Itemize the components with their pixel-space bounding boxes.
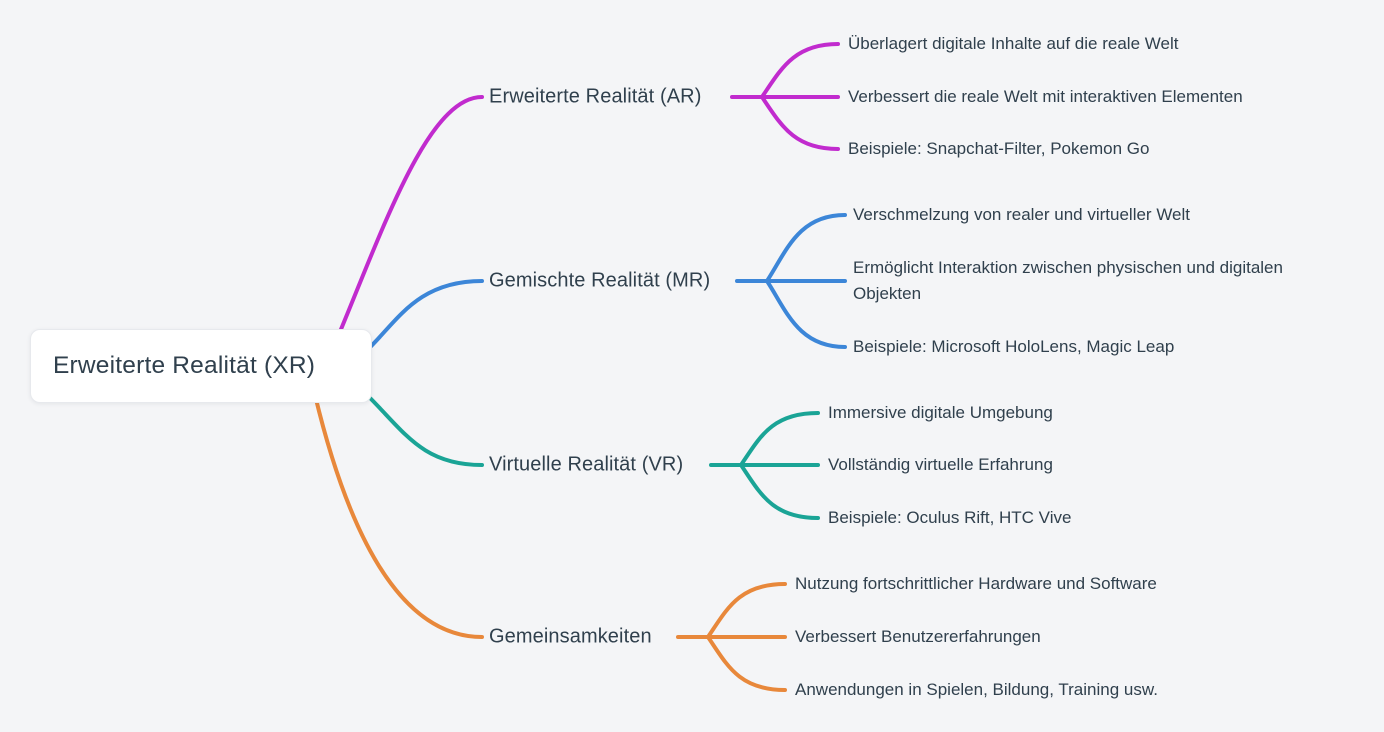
root-node[interactable]: Erweiterte Realität (XR) (30, 329, 372, 403)
connector-mr-leaf-top (765, 213, 847, 283)
leaf-node[interactable]: Verbessert Benutzererfahrungen (795, 627, 1041, 646)
connector-vr-leaf-top (739, 411, 820, 467)
leaf-node[interactable]: Beispiele: Oculus Rift, HTC Vive (828, 508, 1072, 527)
leaf-node[interactable]: Beispiele: Snapchat-Filter, Pokemon Go (848, 139, 1150, 158)
branch-node-gem[interactable]: Gemeinsamkeiten (489, 625, 652, 648)
branch-node-vr[interactable]: Virtuelle Realität (VR) (489, 453, 684, 476)
leaf-node[interactable]: Verschmelzung von realer und virtueller … (853, 205, 1191, 224)
connector-root-to-gem (313, 393, 484, 639)
leaf-node[interactable]: Beispiele: Microsoft HoloLens, Magic Lea… (853, 337, 1175, 356)
leaf-node[interactable]: Nutzung fortschrittlicher Hardware und S… (795, 574, 1157, 593)
leaf-node[interactable]: Immersive digitale Umgebung (828, 403, 1053, 422)
leaf-node[interactable]: Ermöglicht Interaktion zwischen physisch… (853, 258, 1283, 303)
leaf-node[interactable]: Verbessert die reale Welt mit interaktiv… (848, 87, 1243, 106)
connector-mr-leaf-bottom (765, 279, 847, 349)
leaf-node[interactable]: Überlagert digitale Inhalte auf die real… (848, 34, 1179, 53)
connector-gem-leaf-top (706, 582, 787, 639)
branch-node-ar[interactable]: Erweiterte Realität (AR) (489, 85, 702, 108)
connector-ar-leaf-top (760, 42, 840, 99)
connector-ar-leaf-bottom (760, 95, 840, 151)
branch-node-mr[interactable]: Gemischte Realität (MR) (489, 269, 711, 292)
leaf-node[interactable]: Anwendungen in Spielen, Bildung, Trainin… (795, 680, 1158, 699)
leaf-node[interactable]: Vollständig virtuelle Erfahrung (828, 455, 1053, 474)
connector-vr-leaf-bottom (739, 463, 820, 520)
connector-gem-leaf-bottom (706, 635, 787, 692)
root-node-label: Erweiterte Realität (XR) (53, 352, 316, 379)
